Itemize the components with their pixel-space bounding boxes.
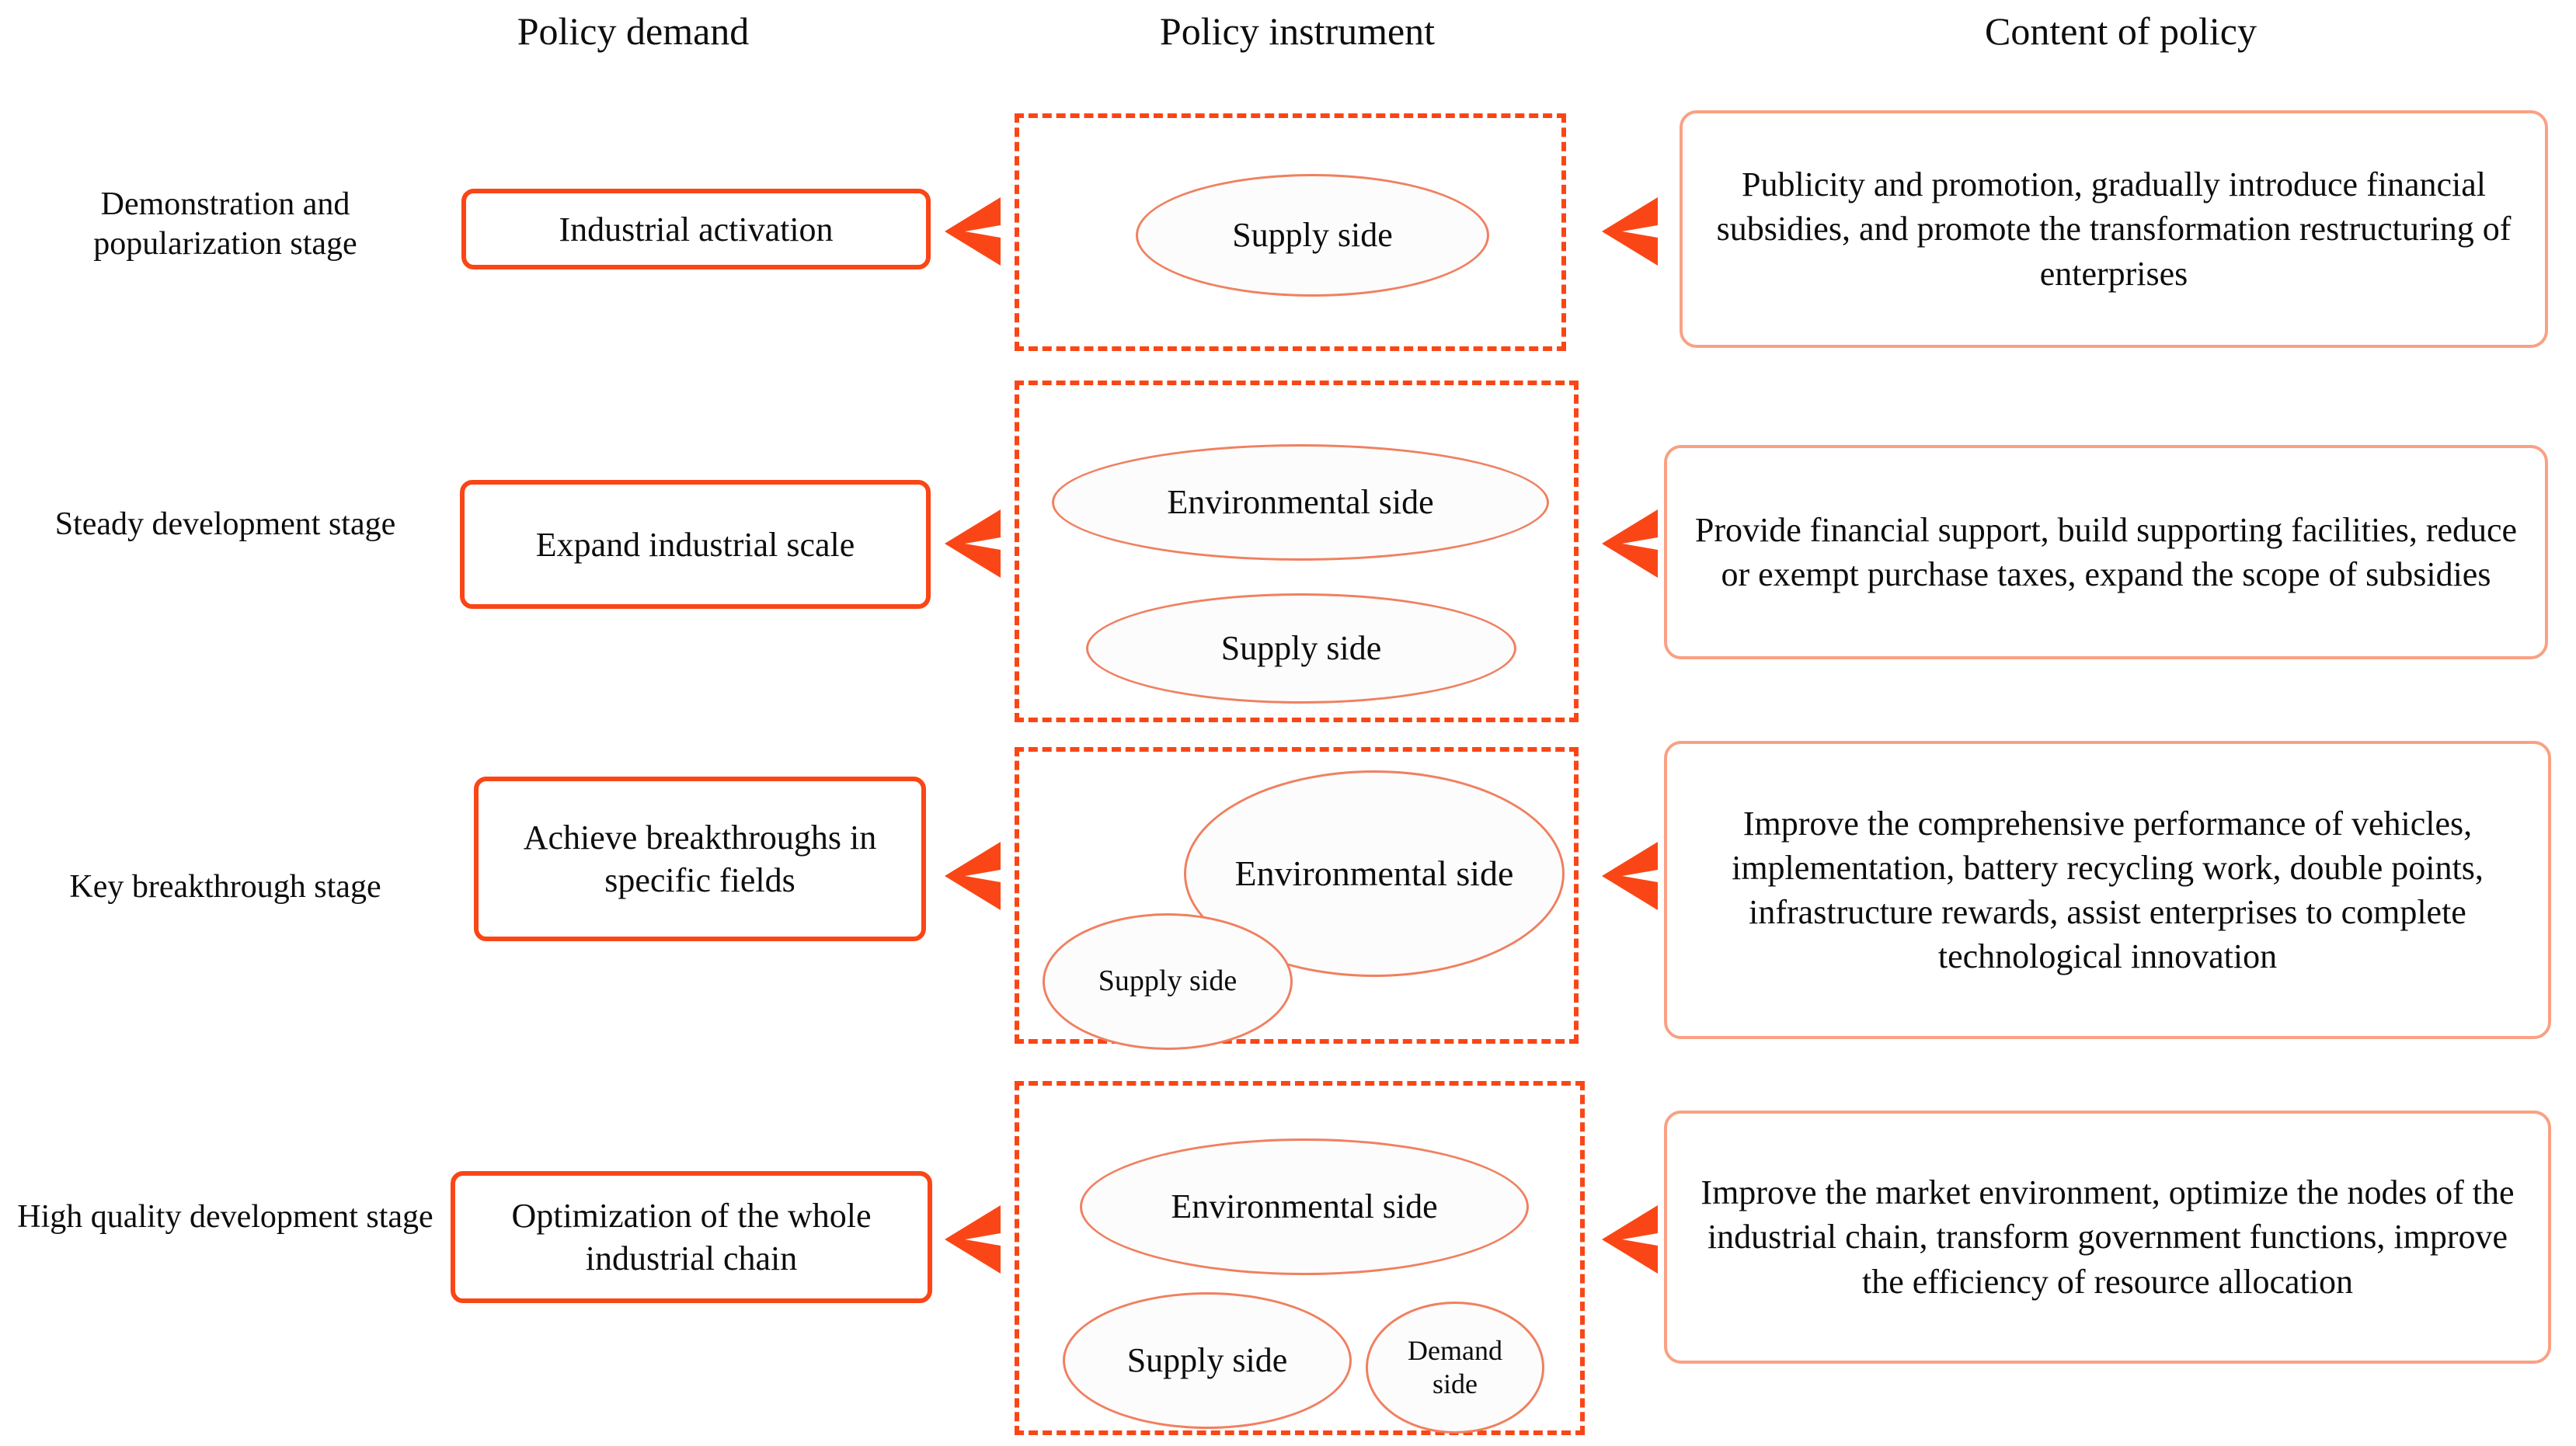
instrument-ellipse-supply-side-row-3[interactable]: Supply side	[1043, 913, 1293, 1050]
flow-arrow-left-demand-row-3	[942, 839, 1001, 913]
flow-arrow-left-content-row-3	[1599, 839, 1658, 913]
stage-label-row-2: Steady development stage	[54, 506, 396, 542]
demand-box-row-2[interactable]: Expand industrial scale	[460, 480, 931, 609]
demand-box-row-3[interactable]: Achieve breakthroughs in specific fields	[474, 777, 926, 941]
content-box-row-3[interactable]: Improve the comprehensive performance of…	[1664, 741, 2551, 1039]
column-header-policy-demand: Policy demand	[517, 9, 750, 53]
column-header-policy-instrument: Policy instrument	[1159, 9, 1436, 53]
demand-box-row-1[interactable]: Industrial activation	[461, 189, 931, 269]
content-box-row-4[interactable]: Improve the market environment, optimize…	[1664, 1111, 2551, 1364]
instrument-ellipse-environmental-side-row-2[interactable]: Environmental side	[1052, 444, 1549, 561]
instrument-ellipse-supply-side-row-4[interactable]: Supply side	[1063, 1292, 1352, 1429]
instrument-ellipse-demand-side-row-4[interactable]: Demand side	[1366, 1302, 1544, 1434]
instrument-group-row-1: Supply side	[1015, 113, 1566, 351]
column-header-content-of-policy: Content of policy	[1985, 9, 2257, 53]
content-box-row-2[interactable]: Provide financial support, build support…	[1664, 445, 2548, 659]
flow-arrow-left-content-row-1	[1599, 194, 1658, 269]
flow-arrow-left-demand-row-4	[942, 1202, 1001, 1277]
content-box-row-1[interactable]: Publicity and promotion, gradually intro…	[1680, 110, 2548, 348]
stage-label-row-3: Key breakthrough stage	[69, 869, 381, 905]
flow-arrow-left-demand-row-2	[942, 506, 1001, 581]
instrument-group-row-2: Environmental side Supply side	[1015, 381, 1579, 722]
instrument-group-row-4: Environmental side Supply side Demand si…	[1015, 1081, 1585, 1435]
demand-box-row-4[interactable]: Optimization of the whole industrial cha…	[451, 1171, 932, 1303]
stage-label-row-4: High quality development stage	[17, 1199, 433, 1235]
instrument-ellipse-supply-side-row-2[interactable]: Supply side	[1086, 593, 1516, 704]
stage-label-row-1: Demonstration and popularization stage	[93, 186, 357, 262]
flow-arrow-left-content-row-4	[1599, 1202, 1658, 1277]
flow-arrow-left-demand-row-1	[942, 194, 1001, 269]
instrument-group-row-3: Environmental side Supply side	[1015, 747, 1579, 1050]
instrument-ellipse-supply-side-row-1[interactable]: Supply side	[1136, 174, 1489, 297]
flow-arrow-left-content-row-2	[1599, 506, 1658, 581]
instrument-ellipse-environmental-side-row-4[interactable]: Environmental side	[1080, 1138, 1529, 1275]
